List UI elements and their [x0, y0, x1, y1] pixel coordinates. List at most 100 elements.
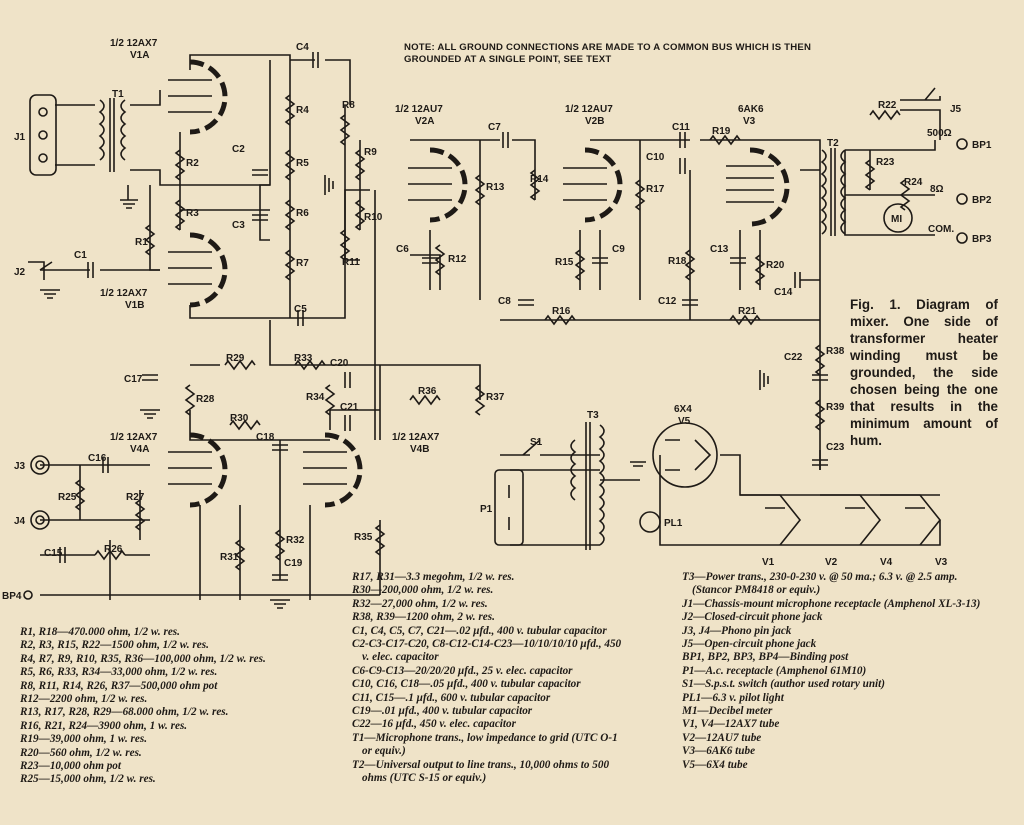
label-heater-v4: V4	[880, 557, 893, 568]
label-r31: R31	[220, 552, 239, 563]
label-r1: R1	[135, 237, 148, 248]
label-r8: R8	[342, 100, 355, 111]
v3-type: 6AK6	[738, 104, 764, 115]
jack-j2	[28, 261, 53, 280]
parts-entry: T3—Power trans., 230-0-230 v. @ 50 ma.; …	[682, 571, 958, 597]
label-pl1: PL1	[664, 518, 683, 529]
v2a-type: 1/2 12AU7	[395, 104, 443, 115]
label-500-ohm: 500Ω	[927, 128, 952, 139]
binding-posts	[23, 138, 968, 600]
label-t2: T2	[827, 138, 839, 149]
parts-entry: R38, R39—1200 ohm, 2 w. res.	[352, 611, 495, 624]
transformer-t3	[570, 422, 605, 550]
label-r24: R24	[904, 177, 923, 188]
parts-entry: R16, R21, R24—3900 ohm, 1 w. res.	[20, 719, 188, 732]
label-heater-v2: V2	[825, 557, 838, 568]
parts-entry: T2—Universal output to line trans., 10,0…	[352, 758, 610, 785]
parts-entry: C10, C16, C18—.05 μfd., 400 v. tubular c…	[352, 678, 581, 691]
jack-j1	[29, 94, 57, 176]
label-r22: R22	[878, 100, 897, 111]
wiring	[40, 54, 941, 600]
label-r18: R18	[668, 256, 687, 267]
parts-list-resistors: R1, R18—470.000 ohm, 1/2 w. res. R2, R3,…	[20, 626, 320, 787]
parts-entry: R2, R3, R15, R22—1500 ohm, 1/2 w. res.	[20, 639, 209, 652]
v1b-type: 1/2 12AX7	[100, 288, 148, 299]
label-r11: R11	[342, 257, 360, 268]
parts-list-capacitors: R17, R31—3.3 megohm, 1/2 w. res. R30—200…	[352, 571, 622, 786]
label-c17: C17	[124, 374, 143, 385]
meter-m1	[883, 203, 913, 233]
label-j1: J1	[14, 132, 26, 143]
label-r34: R34	[306, 392, 325, 403]
receptacle-p1	[494, 469, 524, 546]
parts-entry: J5—Open-circuit phone jack	[682, 638, 817, 651]
tube-v4b	[303, 432, 363, 508]
label-c8: C8	[498, 296, 511, 307]
label-r3: R3	[186, 208, 199, 219]
tube-v2b	[563, 147, 623, 223]
parts-entry: V3—6AK6 tube	[682, 745, 756, 758]
parts-entry: R13, R17, R28, R29—68.000 ohm, 1/2 w. re…	[20, 706, 229, 719]
parts-entry: J2—Closed-circuit phone jack	[682, 611, 823, 624]
v1a-type: 1/2 12AX7	[110, 38, 158, 49]
parts-entry: R23—10,000 ohm pot	[20, 760, 122, 773]
figure-caption: Fig. 1. Diagram of mixer. One side of tr…	[850, 297, 998, 448]
label-r15: R15	[555, 257, 574, 268]
label-c23: C23	[826, 442, 845, 453]
ground-note: NOTE: ALL GROUND CONNECTIONS ARE MADE TO…	[404, 42, 812, 65]
label-c6: C6	[396, 244, 409, 255]
parts-entry: T1—Microphone trans., low impedance to g…	[352, 731, 618, 758]
v4a-type: 1/2 12AX7	[110, 432, 158, 443]
switch-s1	[522, 439, 570, 456]
label-r13: R13	[486, 182, 505, 193]
label-c7: C7	[488, 122, 501, 133]
tube-v5	[652, 422, 718, 488]
label-r7: R7	[296, 258, 309, 269]
label-j2: J2	[14, 267, 26, 278]
parts-entry: R1, R18—470.000 ohm, 1/2 w. res.	[20, 626, 180, 638]
parts-entry: R12—2200 ohm, 1/2 w. res.	[20, 693, 148, 706]
tube-labels: 1/2 12AX7 V1A 1/2 12AX7 V1B 1/2 12AU7 V2…	[100, 38, 764, 455]
parts-entry: J3, J4—Phono pin jack	[682, 624, 792, 637]
v4a-id: V4A	[130, 444, 149, 455]
label-r27: R27	[126, 492, 145, 503]
label-c11: C11	[672, 122, 690, 133]
parts-list-misc: T3—Power trans., 230-0-230 v. @ 50 ma.; …	[682, 571, 982, 772]
label-r32: R32	[286, 535, 305, 546]
parts-entry: S1—S.p.s.t. switch (author used rotary u…	[682, 678, 885, 691]
label-r14: R14	[530, 174, 549, 185]
jack-j5	[900, 87, 941, 101]
label-r21: R21	[738, 306, 757, 317]
label-r25: R25	[58, 492, 77, 503]
label-c13: C13	[710, 244, 729, 255]
label-bp3: BP3	[972, 234, 992, 245]
label-r35: R35	[354, 532, 373, 543]
transformer-t1	[98, 98, 127, 172]
label-c16: C16	[88, 453, 107, 464]
label-c19: C19	[284, 558, 303, 569]
label-r30: R30	[230, 413, 249, 424]
label-c15: C15	[44, 548, 63, 559]
label-r39: R39	[826, 402, 845, 413]
parts-entry: V1, V4—12AX7 tube	[682, 718, 780, 731]
label-s1: S1	[530, 437, 543, 448]
label-8-ohm: 8Ω	[930, 184, 944, 195]
label-c10: C10	[646, 152, 665, 163]
v4b-type: 1/2 12AX7	[392, 432, 440, 443]
v4b-id: V4B	[410, 444, 429, 455]
label-r9: R9	[364, 147, 377, 158]
label-c14: C14	[774, 287, 793, 298]
v1b-id: V1B	[125, 300, 144, 311]
label-t1: T1	[112, 89, 124, 100]
v3-id: V3	[743, 116, 756, 127]
parts-entry: R30—200,000 ohm, 1/2 w. res.	[352, 584, 494, 597]
label-c9: C9	[612, 244, 625, 255]
label-j3: J3	[14, 461, 26, 472]
v2a-id: V2A	[415, 116, 434, 127]
parts-entry: C22—16 μfd., 450 v. elec. capacitor	[352, 718, 516, 731]
label-r6: R6	[296, 208, 309, 219]
parts-entry: V5—6X4 tube	[682, 758, 748, 771]
parts-entry: C1, C4, C5, C7, C21—.02 μfd., 400 v. tub…	[352, 624, 607, 637]
parts-entry: C11, C15—.1 μfd., 600 v. tubular capacit…	[352, 691, 551, 704]
